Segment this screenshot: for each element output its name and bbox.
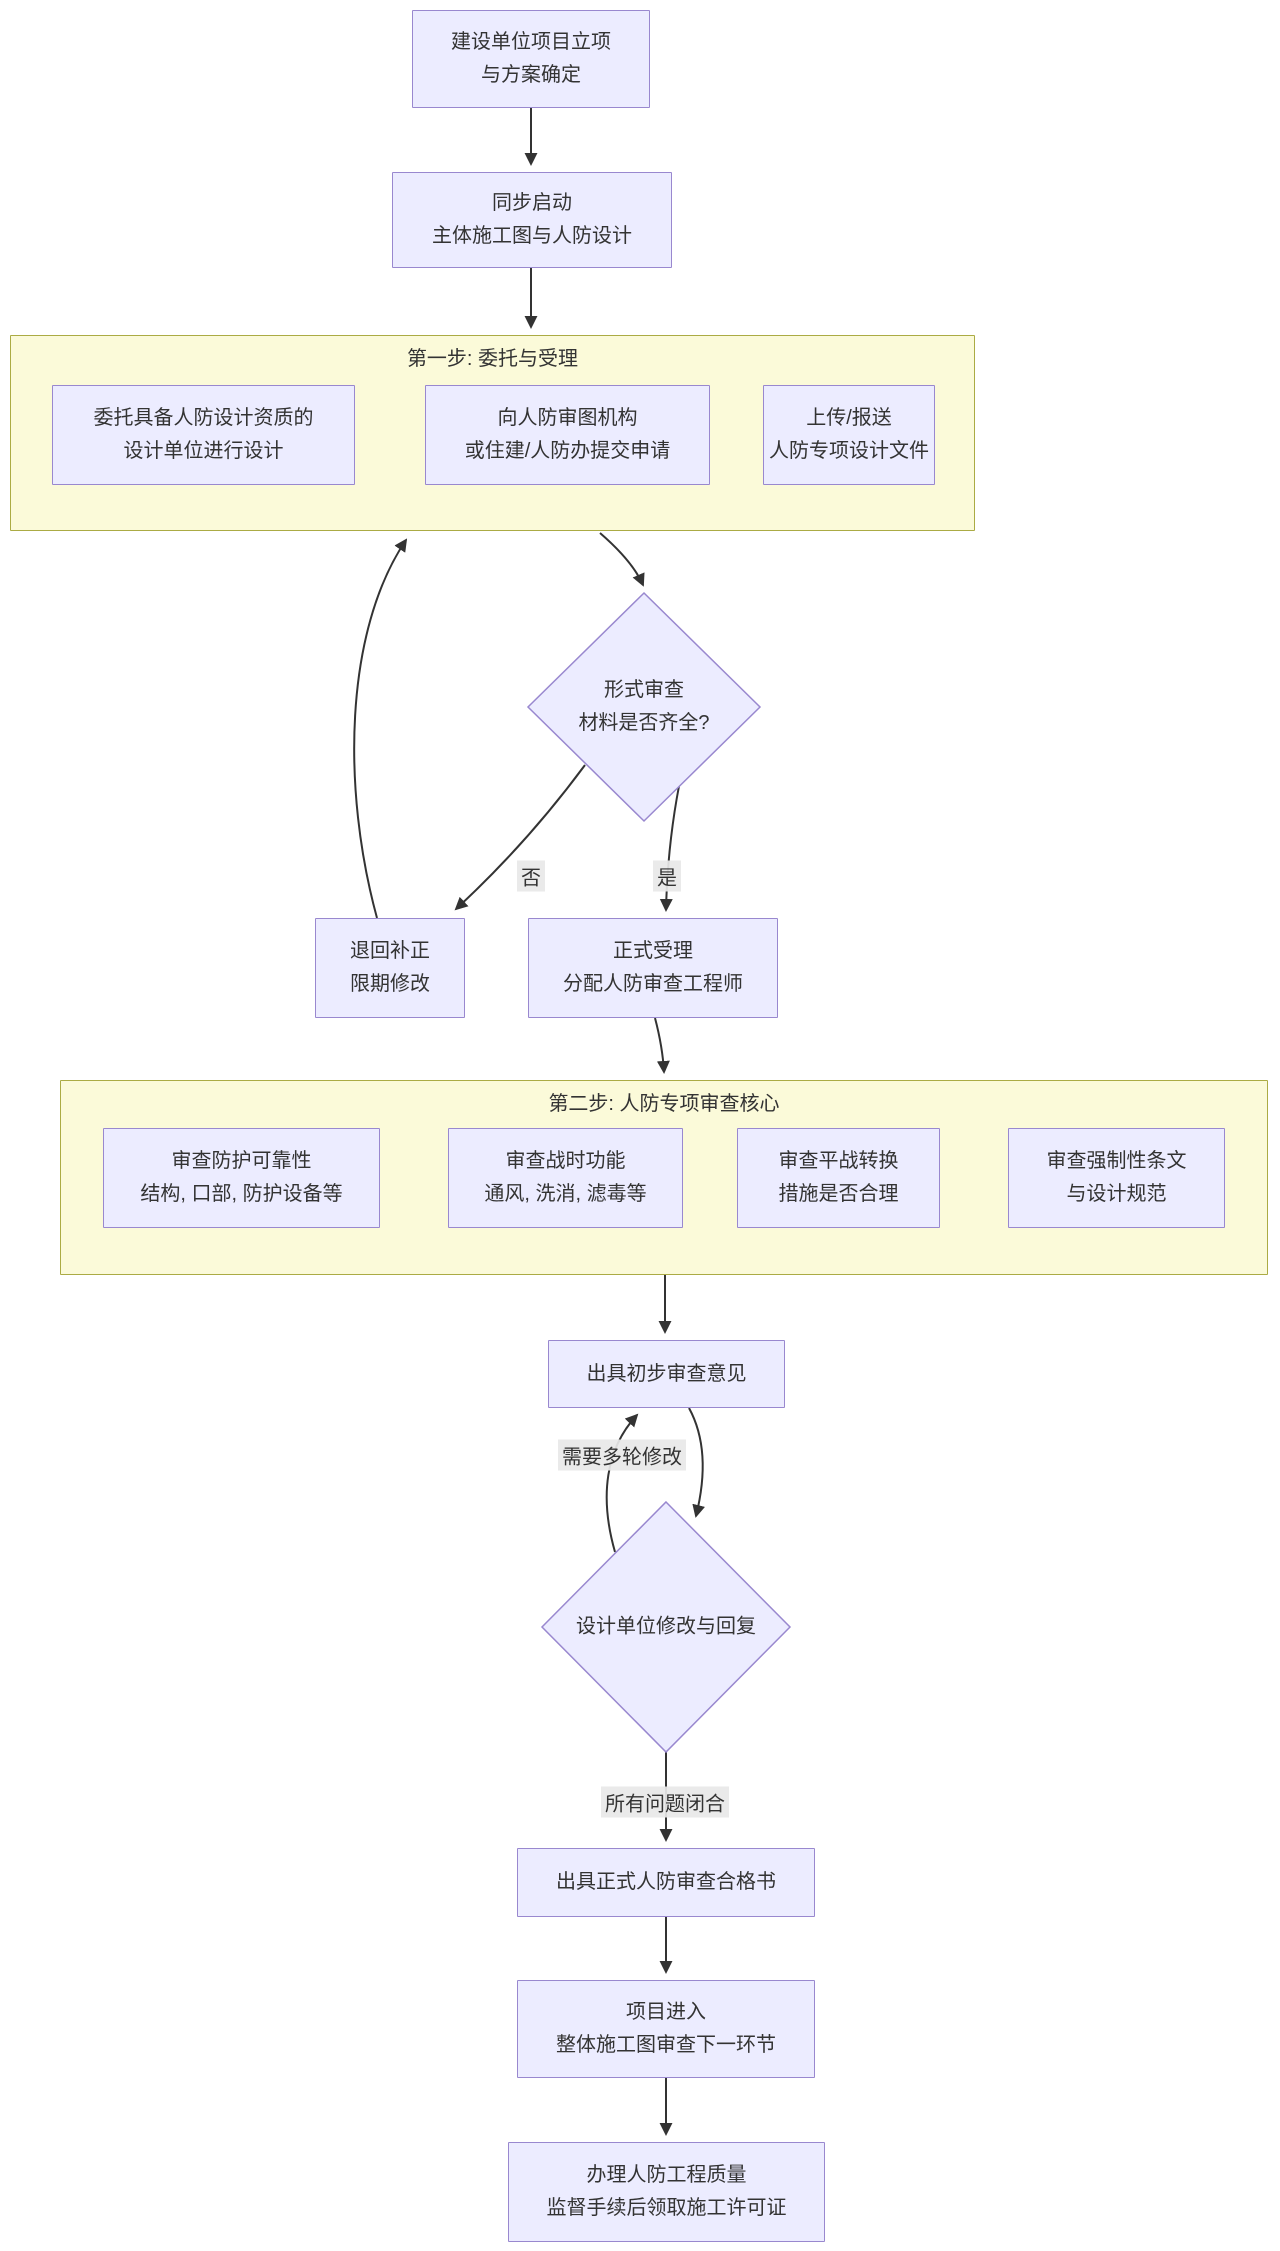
node-start-line1: 建设单位项目立项 xyxy=(451,31,611,53)
node-review-mandatory-line1: 审查强制性条文 xyxy=(1046,1150,1187,1172)
decision-formal-check-shape xyxy=(526,591,762,823)
node-upload: 上传/报送 人防专项设计文件 xyxy=(763,385,935,485)
node-start: 建设单位项目立项 与方案确定 xyxy=(412,10,650,108)
node-sync: 同步启动 主体施工图与人防设计 xyxy=(392,172,672,268)
edge-step1-to-formal-check xyxy=(599,532,645,587)
decision-design-revise-text: 设计单位修改与回复 xyxy=(576,1611,756,1644)
decision-design-revise-line1: 设计单位修改与回复 xyxy=(576,1615,756,1638)
node-upload-line2: 人防专项设计文件 xyxy=(769,440,929,462)
edge-label-all-closed: 所有问题闭合 xyxy=(601,1786,729,1818)
edge-accept-to-step2 xyxy=(654,1017,670,1074)
node-sync-line2: 主体施工图与人防设计 xyxy=(432,225,632,247)
node-review-protection-line1: 审查防护可靠性 xyxy=(171,1150,312,1172)
node-submit-line2: 或住建/人防办提交申请 xyxy=(464,440,671,462)
node-review-conversion: 审查平战转换 措施是否合理 xyxy=(737,1128,940,1228)
node-certificate-line1: 出具正式人防审查合格书 xyxy=(556,1871,776,1893)
decision-formal-check-line2: 材料是否齐全? xyxy=(578,712,710,734)
edge-formal-check-yes xyxy=(659,785,680,912)
node-review-mandatory-line2: 与设计规范 xyxy=(1066,1183,1167,1205)
node-upload-line1: 上传/报送 xyxy=(806,407,892,429)
node-review-wartime-line2: 通风, 洗消, 滤毒等 xyxy=(484,1183,647,1205)
node-review-protection-line2: 结构, 口部, 防护设备等 xyxy=(140,1183,343,1205)
node-return-fix-line2: 限期修改 xyxy=(350,973,430,995)
node-review-wartime: 审查战时功能 通风, 洗消, 滤毒等 xyxy=(448,1128,683,1228)
node-preliminary-opinion-line1: 出具初步审查意见 xyxy=(586,1362,747,1385)
node-review-conversion-line1: 审查平战转换 xyxy=(778,1150,899,1172)
node-next-stage-line2: 整体施工图审查下一环节 xyxy=(556,2034,776,2056)
edge-revise-loop-to-preliminary xyxy=(605,1413,639,1553)
node-entrust-line1: 委托具备人防设计资质的 xyxy=(93,407,314,429)
edge-formal-check-no xyxy=(454,764,586,911)
container-step1-title: 第一步: 委托与受理 xyxy=(406,348,579,370)
node-return-fix-line1: 退回补正 xyxy=(350,940,430,962)
node-permit: 办理人防工程质量 监督手续后领取施工许可证 xyxy=(508,2142,825,2242)
node-entrust-line2: 设计单位进行设计 xyxy=(123,440,284,462)
node-next-stage-line1: 项目进入 xyxy=(626,2001,706,2023)
edge-preliminary-to-revise xyxy=(688,1407,705,1518)
node-accept: 正式受理 分配人防审查工程师 xyxy=(528,918,778,1018)
node-accept-line1: 正式受理 xyxy=(613,940,693,962)
decision-formal-check-line1: 形式审查 xyxy=(604,679,684,701)
node-review-mandatory: 审查强制性条文 与设计规范 xyxy=(1008,1128,1225,1228)
node-review-conversion-line2: 措施是否合理 xyxy=(778,1183,899,1205)
decision-formal-check-text: 形式审查 材料是否齐全? xyxy=(578,674,709,740)
edge-label-no: 否 xyxy=(517,860,545,892)
node-return-fix: 退回补正 限期修改 xyxy=(315,918,465,1018)
node-accept-line2: 分配人防审查工程师 xyxy=(563,973,743,995)
node-review-wartime-line1: 审查战时功能 xyxy=(505,1150,626,1172)
node-review-protection: 审查防护可靠性 结构, 口部, 防护设备等 xyxy=(103,1128,380,1228)
node-submit: 向人防审图机构 或住建/人防办提交申请 xyxy=(425,385,710,485)
edge-label-multi-round: 需要多轮修改 xyxy=(558,1439,686,1471)
node-start-line2: 与方案确定 xyxy=(481,64,581,86)
node-certificate: 出具正式人防审查合格书 xyxy=(517,1848,815,1917)
node-sync-line1: 同步启动 xyxy=(492,192,572,214)
edge-return-fix-loop-to-step1 xyxy=(353,538,408,919)
edge-label-yes: 是 xyxy=(653,860,681,892)
decision-design-revise-shape xyxy=(540,1500,792,1754)
node-preliminary-opinion: 出具初步审查意见 xyxy=(548,1340,785,1408)
node-submit-line1: 向人防审图机构 xyxy=(497,407,638,429)
node-next-stage: 项目进入 整体施工图审查下一环节 xyxy=(517,1980,815,2078)
node-permit-line2: 监督手续后领取施工许可证 xyxy=(546,2197,787,2219)
node-entrust: 委托具备人防设计资质的 设计单位进行设计 xyxy=(52,385,355,485)
container-step2-title: 第二步: 人防专项审查核心 xyxy=(548,1093,780,1115)
node-permit-line1: 办理人防工程质量 xyxy=(586,2164,747,2186)
